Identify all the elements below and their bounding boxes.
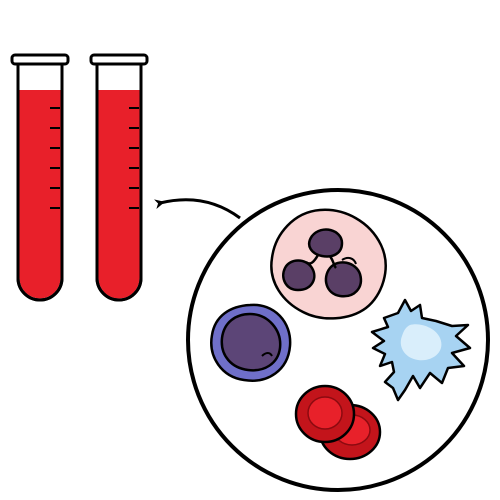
tube-1-blood bbox=[19, 90, 61, 299]
tube-1-scale-marks bbox=[50, 107, 60, 209]
test-tube-2 bbox=[89, 53, 149, 302]
lymphocyte-nucleus-notch bbox=[261, 352, 273, 357]
red-blood-cells-icon bbox=[294, 384, 382, 461]
tube-1-outline bbox=[16, 60, 64, 302]
dendritic-cell-highlight bbox=[400, 324, 442, 361]
neutrophil-nucleus-lobe-1 bbox=[307, 228, 344, 258]
neutrophil-nucleus-bridge-1 bbox=[305, 254, 320, 265]
tube-2-blood bbox=[98, 90, 140, 299]
magnified-sample-circle bbox=[186, 188, 490, 492]
neutrophil-cell-icon bbox=[270, 208, 387, 320]
neutrophil-nucleus-lobe-2 bbox=[281, 259, 316, 292]
lymphocyte-cell-icon bbox=[210, 303, 292, 382]
tube-2-scale-marks bbox=[129, 107, 139, 209]
lymphocyte-nucleus bbox=[220, 312, 282, 372]
neutrophil-nucleus-bridge-2 bbox=[328, 255, 337, 269]
curved-arrow-icon bbox=[153, 198, 241, 220]
test-tube-1 bbox=[10, 53, 70, 302]
tube-2-outline bbox=[95, 60, 143, 302]
tube-2-lip bbox=[89, 53, 149, 66]
red-blood-cell-front bbox=[294, 384, 356, 444]
tube-1-lip bbox=[10, 53, 70, 66]
neutrophil-nucleus-lobe-3 bbox=[324, 261, 363, 298]
dendritic-cell-icon bbox=[370, 298, 472, 402]
neutrophil-nucleus-bridge-3 bbox=[341, 256, 357, 265]
